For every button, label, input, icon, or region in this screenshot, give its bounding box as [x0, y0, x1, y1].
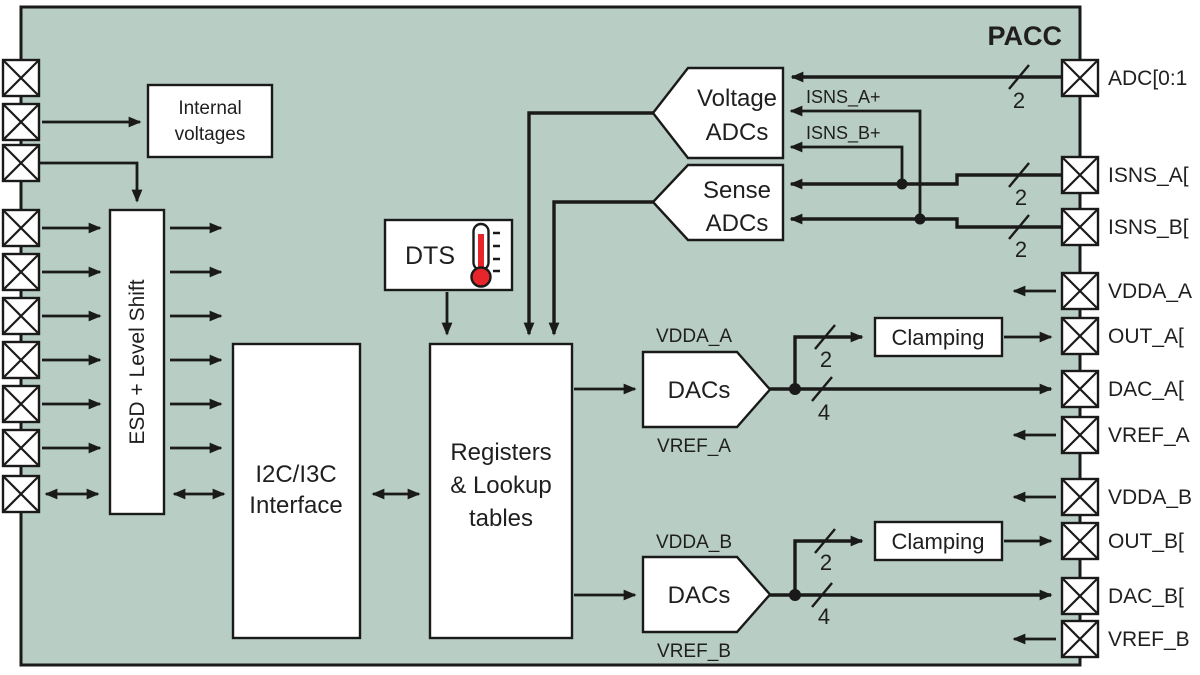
pin-out-a — [1060, 316, 1100, 356]
wire-dacs-b-output — [768, 528, 1053, 608]
i2c-interface-block: I2C/I3C Interface — [231, 342, 362, 640]
isns-a-bus-width: 2 — [1015, 185, 1027, 210]
i2c-label-1: I2C/I3C — [255, 461, 336, 488]
wire-isns-b-bus — [789, 213, 1062, 240]
voltage-adcs-block: Voltage ADCs — [651, 66, 785, 160]
pin-label-dac-a: DAC_A[ — [1108, 378, 1184, 401]
voltage-adcs-label-1: Voltage — [697, 85, 777, 112]
pin-vref-b — [1060, 619, 1100, 659]
pin-label-out-b: OUT_B[ — [1108, 530, 1184, 553]
pin-left-3 — [1, 143, 41, 183]
wires-esd-to-i2c — [170, 222, 226, 500]
clamp-b-bus-width: 2 — [820, 550, 832, 575]
pin-isns-b — [1060, 207, 1100, 247]
registers-label-2: & Lookup — [450, 472, 551, 499]
internal-voltages-label-2: voltages — [175, 124, 246, 145]
wires-pins-to-esd — [42, 222, 102, 500]
clamping-a-label: Clamping — [892, 325, 985, 350]
pin-label-out-a: OUT_A[ — [1108, 325, 1184, 348]
dacs-b-label: DACs — [668, 582, 731, 609]
pin-left-1 — [1, 58, 41, 98]
internal-voltages-label-1: Internal — [178, 98, 241, 119]
pin-left-5 — [1, 252, 41, 292]
wire-voltage-adcs-to-registers — [523, 111, 653, 336]
pin-label-vref-b: VREF_B — [1108, 628, 1190, 651]
wire-pin-to-esd-top — [40, 161, 143, 203]
pin-label-vdda-a: VDDA_A — [1108, 280, 1192, 303]
left-pins — [1, 58, 41, 514]
pin-left-10 — [1, 474, 41, 514]
dacs-a-block: VDDA_A DACs VREF_A — [641, 326, 772, 457]
isns-b-bus-width: 2 — [1015, 237, 1027, 262]
vdda-b-label: VDDA_B — [656, 532, 732, 553]
clamping-a-block: Clamping — [873, 316, 1004, 358]
pin-label-vref-a: VREF_A — [1108, 424, 1190, 447]
pin-out-b — [1060, 521, 1100, 561]
pin-label-isns-b: ISNS_B[ — [1108, 216, 1189, 239]
pin-vdda-b — [1060, 477, 1100, 517]
pin-label-adc: ADC[0:1 — [1108, 67, 1187, 90]
registers-label-1: Registers — [450, 439, 551, 466]
pin-left-8 — [1, 384, 41, 424]
sense-adcs-label-2: ADCs — [706, 210, 769, 237]
isns-a-plus-label: ISNS_A+ — [806, 87, 881, 108]
voltage-adcs-label-2: ADCs — [706, 119, 769, 146]
pin-vdda-a — [1060, 271, 1100, 311]
vdda-a-label: VDDA_A — [656, 326, 732, 347]
sense-adcs-block: Sense ADCs — [651, 163, 785, 242]
vref-a-label: VREF_A — [657, 436, 731, 457]
pin-dac-a — [1060, 369, 1100, 409]
registers-lookup-block: Registers & Lookup tables — [428, 342, 574, 640]
clamping-b-label: Clamping — [892, 529, 985, 554]
pin-left-6 — [1, 296, 41, 336]
chip-title: PACC — [987, 21, 1062, 51]
dacs-b-block: VDDA_B DACs VREF_B — [641, 532, 772, 662]
pin-left-9 — [1, 428, 41, 468]
i2c-label-2: Interface — [249, 492, 342, 519]
pin-left-2 — [1, 102, 41, 142]
pin-adc — [1060, 58, 1100, 98]
pin-dac-b — [1060, 576, 1100, 616]
thermometer-icon — [470, 222, 500, 288]
pin-left-4 — [1, 208, 41, 248]
wire-sense-adcs-to-registers — [548, 200, 653, 336]
wire-adc-bus — [790, 64, 1062, 90]
dacs-a-label: DACs — [668, 377, 731, 404]
dts-block: DTS — [383, 218, 514, 292]
pin-isns-a — [1060, 155, 1100, 195]
esd-level-shift-label: ESD + Level Shift — [126, 279, 149, 444]
sense-adcs-label-1: Sense — [703, 177, 771, 204]
dac-b-bus-width: 4 — [818, 604, 830, 629]
isns-b-plus-label: ISNS_B+ — [806, 123, 881, 144]
wire-isns-a-bus — [789, 162, 1062, 190]
clamp-a-bus-width: 2 — [820, 347, 832, 372]
pin-vref-a — [1060, 415, 1100, 455]
pin-label-vdda-b: VDDA_B — [1108, 486, 1192, 509]
adc-bus-width: 2 — [1013, 88, 1025, 113]
clamping-b-block: Clamping — [873, 520, 1004, 562]
esd-level-shift-block: ESD + Level Shift — [108, 208, 166, 516]
wire-isns-a-plus — [789, 105, 922, 216]
dac-a-bus-width: 4 — [818, 400, 830, 425]
wire-isns-b-plus — [789, 141, 904, 181]
registers-label-3: tables — [469, 505, 533, 532]
dts-label: DTS — [405, 242, 455, 270]
pin-label-dac-b: DAC_B[ — [1108, 585, 1184, 608]
internal-voltages-block: Internal voltages — [146, 83, 274, 159]
pin-left-7 — [1, 340, 41, 380]
wire-dacs-a-output — [768, 324, 1053, 402]
right-pin-labels: ADC[0:1 ISNS_A[ ISNS_B[ VDDA_A OUT_A[ DA… — [1108, 67, 1192, 651]
vref-b-label: VREF_B — [657, 641, 731, 662]
pin-label-isns-a: ISNS_A[ — [1108, 164, 1189, 187]
